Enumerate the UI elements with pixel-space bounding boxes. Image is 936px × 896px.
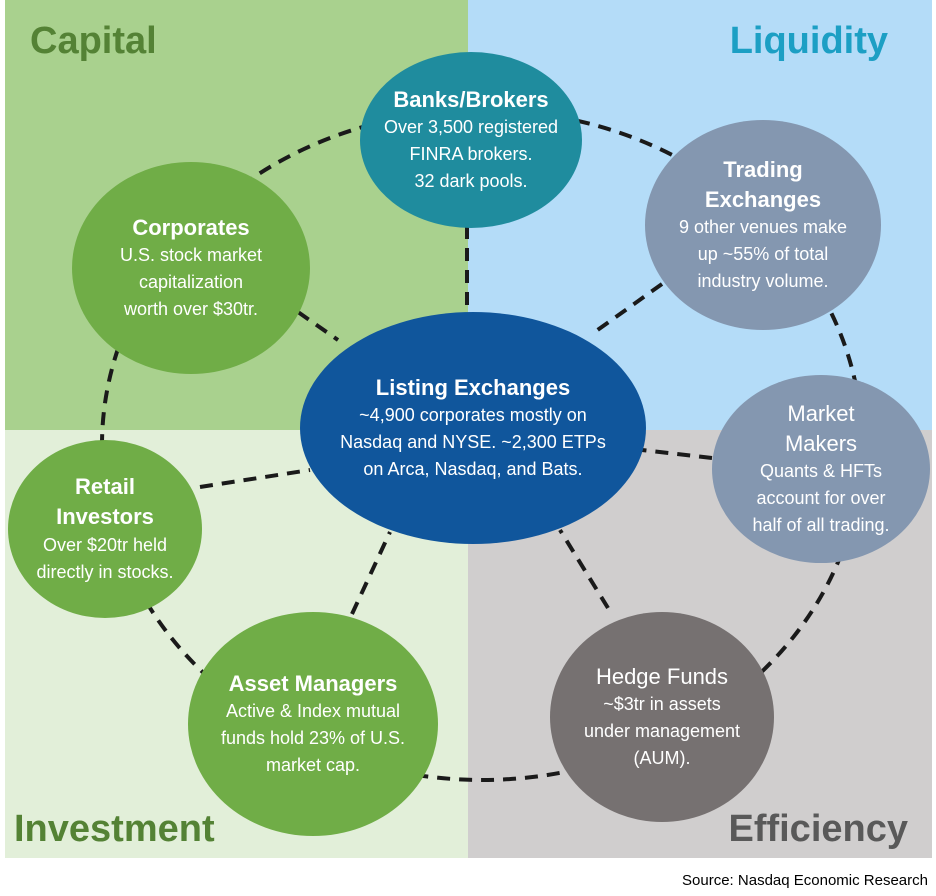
node-title: Makers <box>784 430 858 456</box>
node-market-makers: Market Makers Quants & HFTs account for … <box>712 375 930 563</box>
node-trading-exchanges: Trading Exchanges 9 other venues make up… <box>645 120 881 330</box>
node-desc-line: worth over $30tr. <box>123 299 259 320</box>
node-desc-line: under management <box>583 721 741 742</box>
node-retail-investors: Retail Investors Over $20tr held directl… <box>8 440 202 618</box>
node-asset-managers: Asset Managers Active & Index mutual fun… <box>188 612 438 836</box>
node-desc-line: U.S. stock market <box>119 245 263 266</box>
link-market-listing <box>641 448 713 460</box>
source-credit: Source: Nasdaq Economic Research <box>682 872 928 889</box>
node-desc-line: Active & Index mutual <box>225 701 401 722</box>
link-corporates-listing <box>296 310 340 342</box>
link-hedge-listing <box>558 528 610 610</box>
node-listing-exchanges: Listing Exchanges ~4,900 corporates most… <box>300 312 646 544</box>
node-title: Trading <box>723 156 803 182</box>
node-corporates: Corporates U.S. stock market capitalizat… <box>72 162 310 374</box>
node-desc-line: ~4,900 corporates mostly on <box>359 405 587 426</box>
node-desc-line: (AUM). <box>633 748 691 769</box>
node-desc-line: half of all trading. <box>752 515 890 536</box>
node-title: Exchanges <box>704 186 822 212</box>
node-title: Retail <box>75 474 135 500</box>
node-desc-line: Quants & HFTs <box>759 461 883 482</box>
link-asset-listing <box>350 531 392 615</box>
node-desc-line: Nasdaq and NYSE. ~2,300 ETPs <box>340 432 606 453</box>
node-desc-line: account for over <box>756 488 886 509</box>
node-desc-line: up ~55% of total <box>697 244 829 265</box>
node-title: Banks/Brokers <box>393 86 549 112</box>
node-title: Investors <box>56 504 154 529</box>
link-trading-listing <box>590 282 664 336</box>
node-desc-line: capitalization <box>138 272 244 293</box>
node-desc-line: Over $20tr held <box>42 534 168 555</box>
node-desc-line: 32 dark pools. <box>414 171 528 192</box>
node-desc-line: Over 3,500 registered <box>383 117 559 138</box>
quadrant-label-investment: Investment <box>14 808 215 850</box>
node-title: Hedge Funds <box>595 663 729 689</box>
node-desc-line: industry volume. <box>697 271 829 292</box>
node-title: Market <box>787 400 855 426</box>
node-desc-line: market cap. <box>265 755 361 776</box>
quadrant-label-liquidity: Liquidity <box>729 20 888 62</box>
node-title: Corporates <box>132 214 250 240</box>
link-retail-listing <box>199 468 311 489</box>
node-banks-brokers: Banks/Brokers Over 3,500 registered FINR… <box>360 52 582 228</box>
node-desc-line: funds hold 23% of U.S. <box>220 728 406 749</box>
quadrant-label-efficiency: Efficiency <box>728 808 908 850</box>
node-desc-line: directly in stocks. <box>36 561 174 582</box>
node-desc-line: ~$3tr in assets <box>603 694 721 715</box>
node-title: Listing Exchanges <box>375 374 571 400</box>
node-desc-line: 9 other venues make <box>678 217 848 238</box>
node-desc-line: on Arca, Nasdaq, and Bats. <box>363 459 583 480</box>
node-desc-line: FINRA brokers. <box>409 144 533 165</box>
node-hedge-funds: Hedge Funds ~$3tr in assets under manage… <box>550 612 774 822</box>
quadrant-label-capital: Capital <box>30 20 157 62</box>
node-title: Asset Managers <box>228 670 398 696</box>
